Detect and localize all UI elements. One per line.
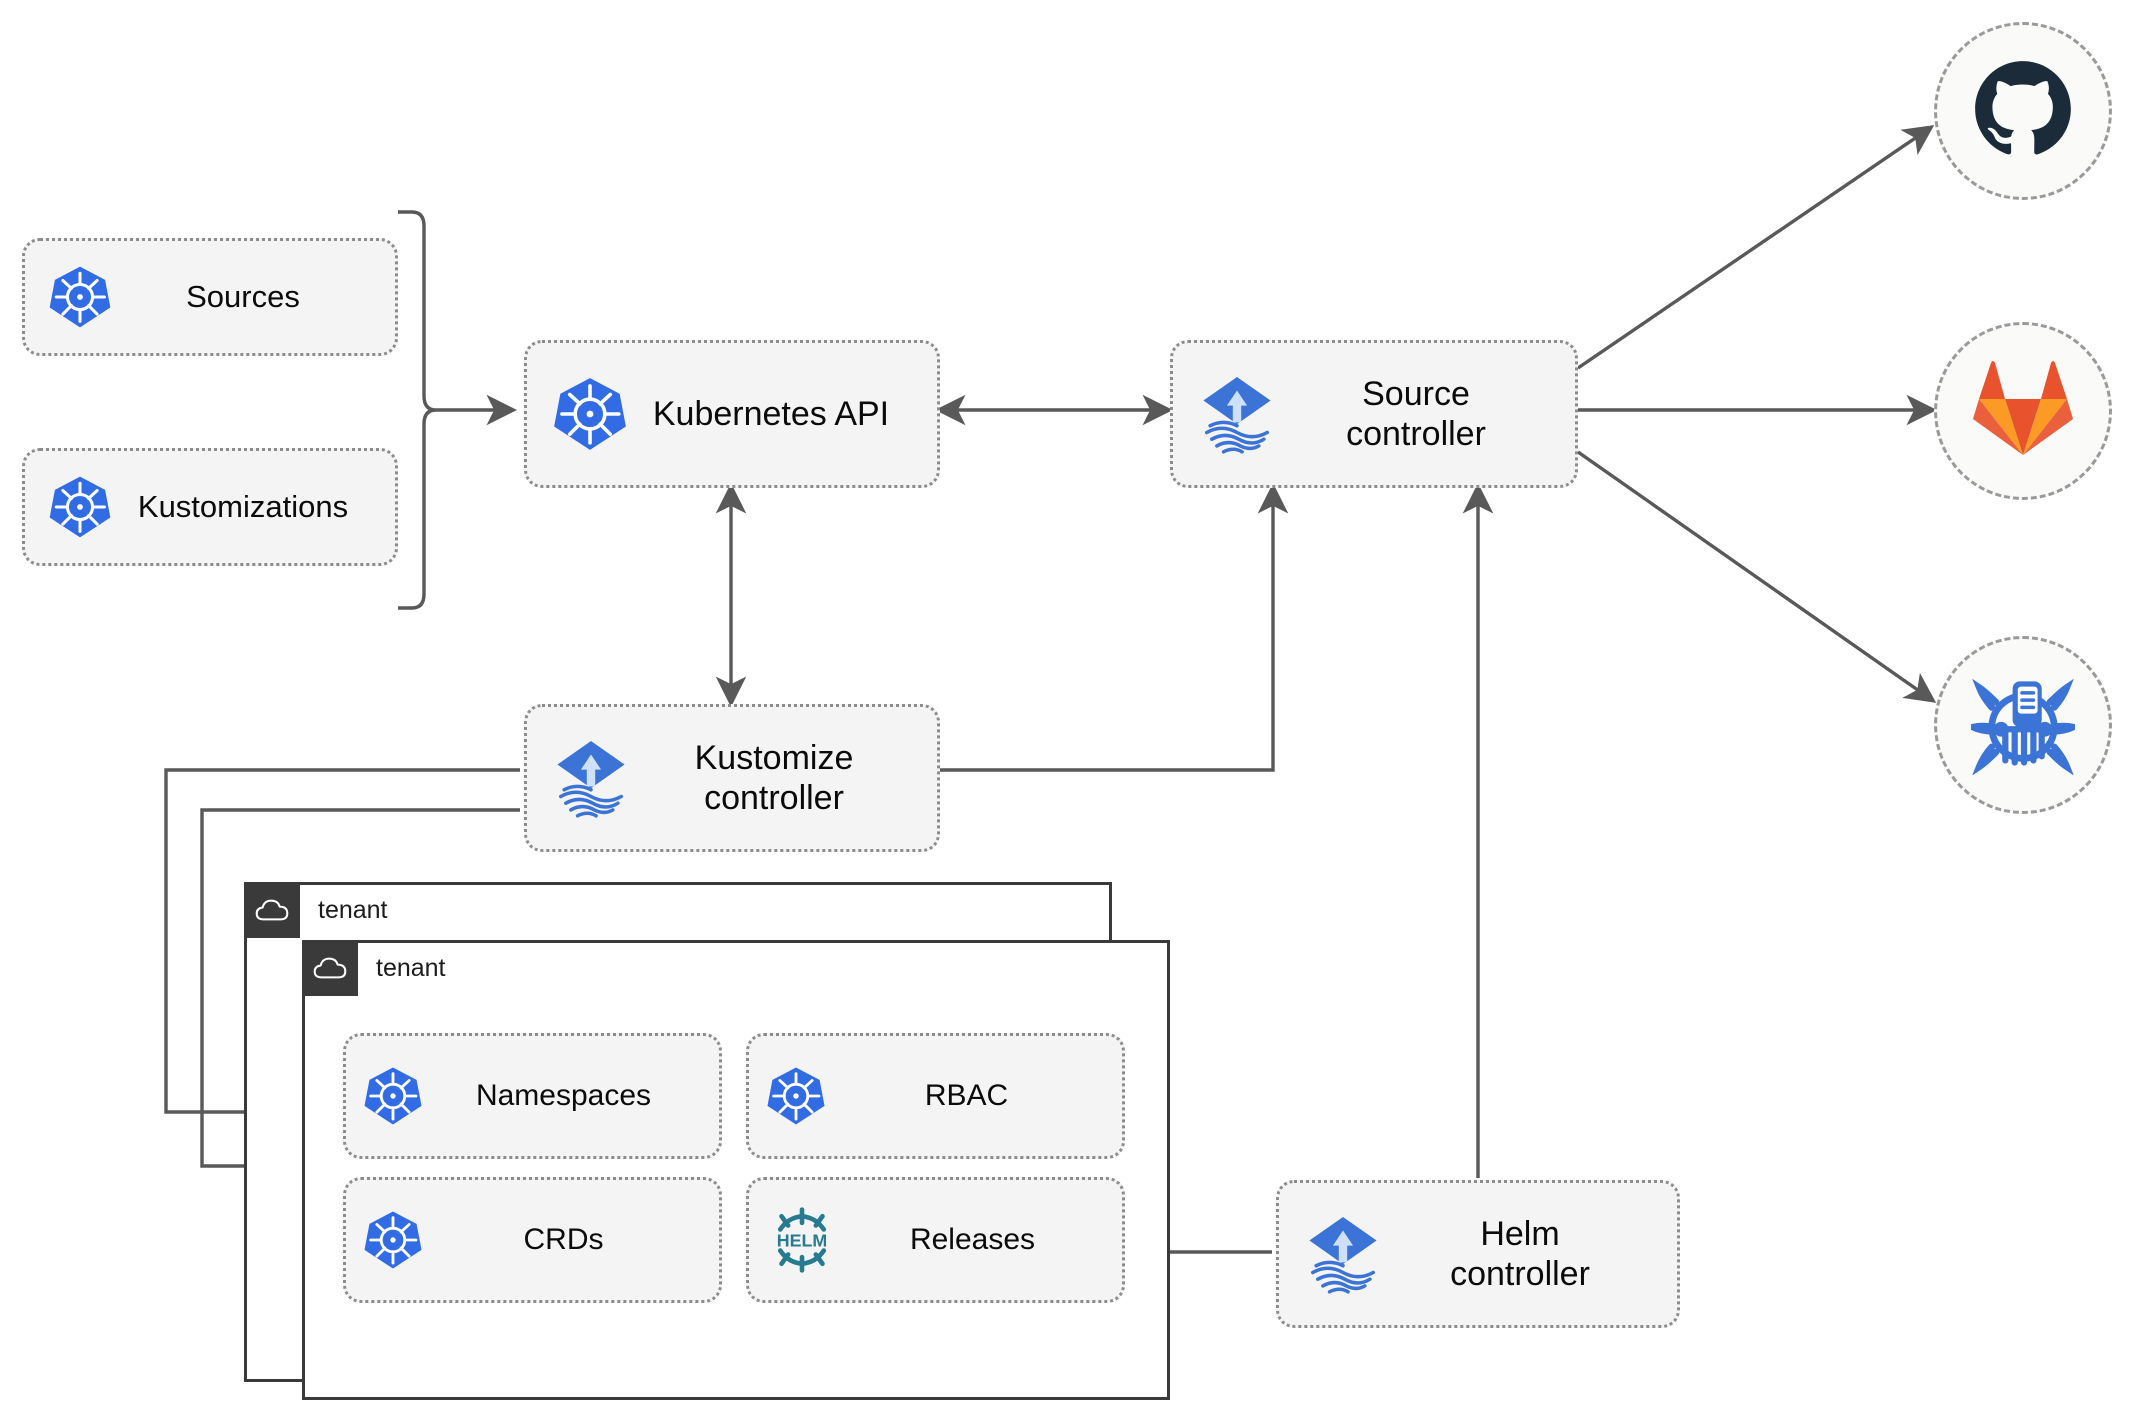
- node-source-controller-label: Source controller: [1346, 374, 1486, 453]
- node-kustomizations-label: Kustomizations: [137, 488, 349, 524]
- node-source-controller[interactable]: Source controller: [1170, 340, 1578, 488]
- kubernetes-icon: [551, 375, 629, 453]
- cloud-icon: [302, 940, 358, 996]
- edge-source-controller-to-bucket: [1577, 450, 1937, 703]
- node-kustomizations[interactable]: Kustomizations: [22, 448, 398, 566]
- gitlab-icon: [1973, 360, 2073, 462]
- node-releases-label: Releases: [909, 1223, 1036, 1257]
- resource-group-brace: [398, 210, 437, 610]
- provider-bucket[interactable]: [1934, 636, 2112, 814]
- node-kustomize-controller[interactable]: Kustomize controller: [524, 704, 940, 852]
- edge-source-controller-to-github: [1577, 125, 1935, 370]
- helm-wordmark: HELM: [777, 1231, 827, 1251]
- kubernetes-icon: [362, 1209, 424, 1271]
- node-kustomize-controller-label: Kustomize controller: [694, 738, 854, 817]
- kubernetes-icon: [47, 474, 113, 540]
- flux-icon: [1195, 372, 1279, 456]
- bucket-icon: [1963, 671, 2083, 780]
- tenant-front-tab: tenant: [302, 940, 446, 996]
- node-releases[interactable]: HELM Releases: [746, 1177, 1125, 1303]
- tenant-back-tab: tenant: [244, 882, 388, 938]
- node-helm-controller[interactable]: Helm controller: [1276, 1180, 1680, 1328]
- node-namespaces[interactable]: Namespaces: [343, 1033, 722, 1159]
- node-sources[interactable]: Sources: [22, 238, 398, 356]
- tenant-panel-front[interactable]: tenant: [302, 940, 1170, 1400]
- kubernetes-icon: [47, 264, 113, 330]
- node-kubernetes-api-label: Kubernetes API: [652, 394, 890, 433]
- kubernetes-icon: [765, 1065, 827, 1127]
- node-rbac[interactable]: RBAC: [746, 1033, 1125, 1159]
- github-icon: [1971, 57, 2075, 166]
- node-namespaces-label: Namespaces: [475, 1079, 652, 1113]
- flux-icon: [549, 736, 633, 820]
- cloud-icon: [244, 882, 300, 938]
- node-rbac-label: RBAC: [924, 1079, 1009, 1113]
- flux-icon: [1301, 1212, 1385, 1296]
- provider-github[interactable]: [1934, 22, 2112, 200]
- tenant-back-label: tenant: [318, 895, 388, 924]
- kubernetes-icon: [362, 1065, 424, 1127]
- helm-icon: HELM: [765, 1207, 839, 1273]
- edge-kustomize-controller-to-source-controller: [940, 482, 1289, 772]
- tenant-resource-grid: Namespaces: [343, 1033, 1125, 1303]
- provider-gitlab[interactable]: [1934, 322, 2112, 500]
- node-crds[interactable]: CRDs: [343, 1177, 722, 1303]
- node-sources-label: Sources: [186, 278, 300, 314]
- node-helm-controller-label: Helm controller: [1450, 1214, 1590, 1293]
- node-crds-label: CRDs: [523, 1223, 604, 1257]
- tenant-front-label: tenant: [376, 953, 446, 982]
- node-kubernetes-api[interactable]: Kubernetes API: [524, 340, 940, 488]
